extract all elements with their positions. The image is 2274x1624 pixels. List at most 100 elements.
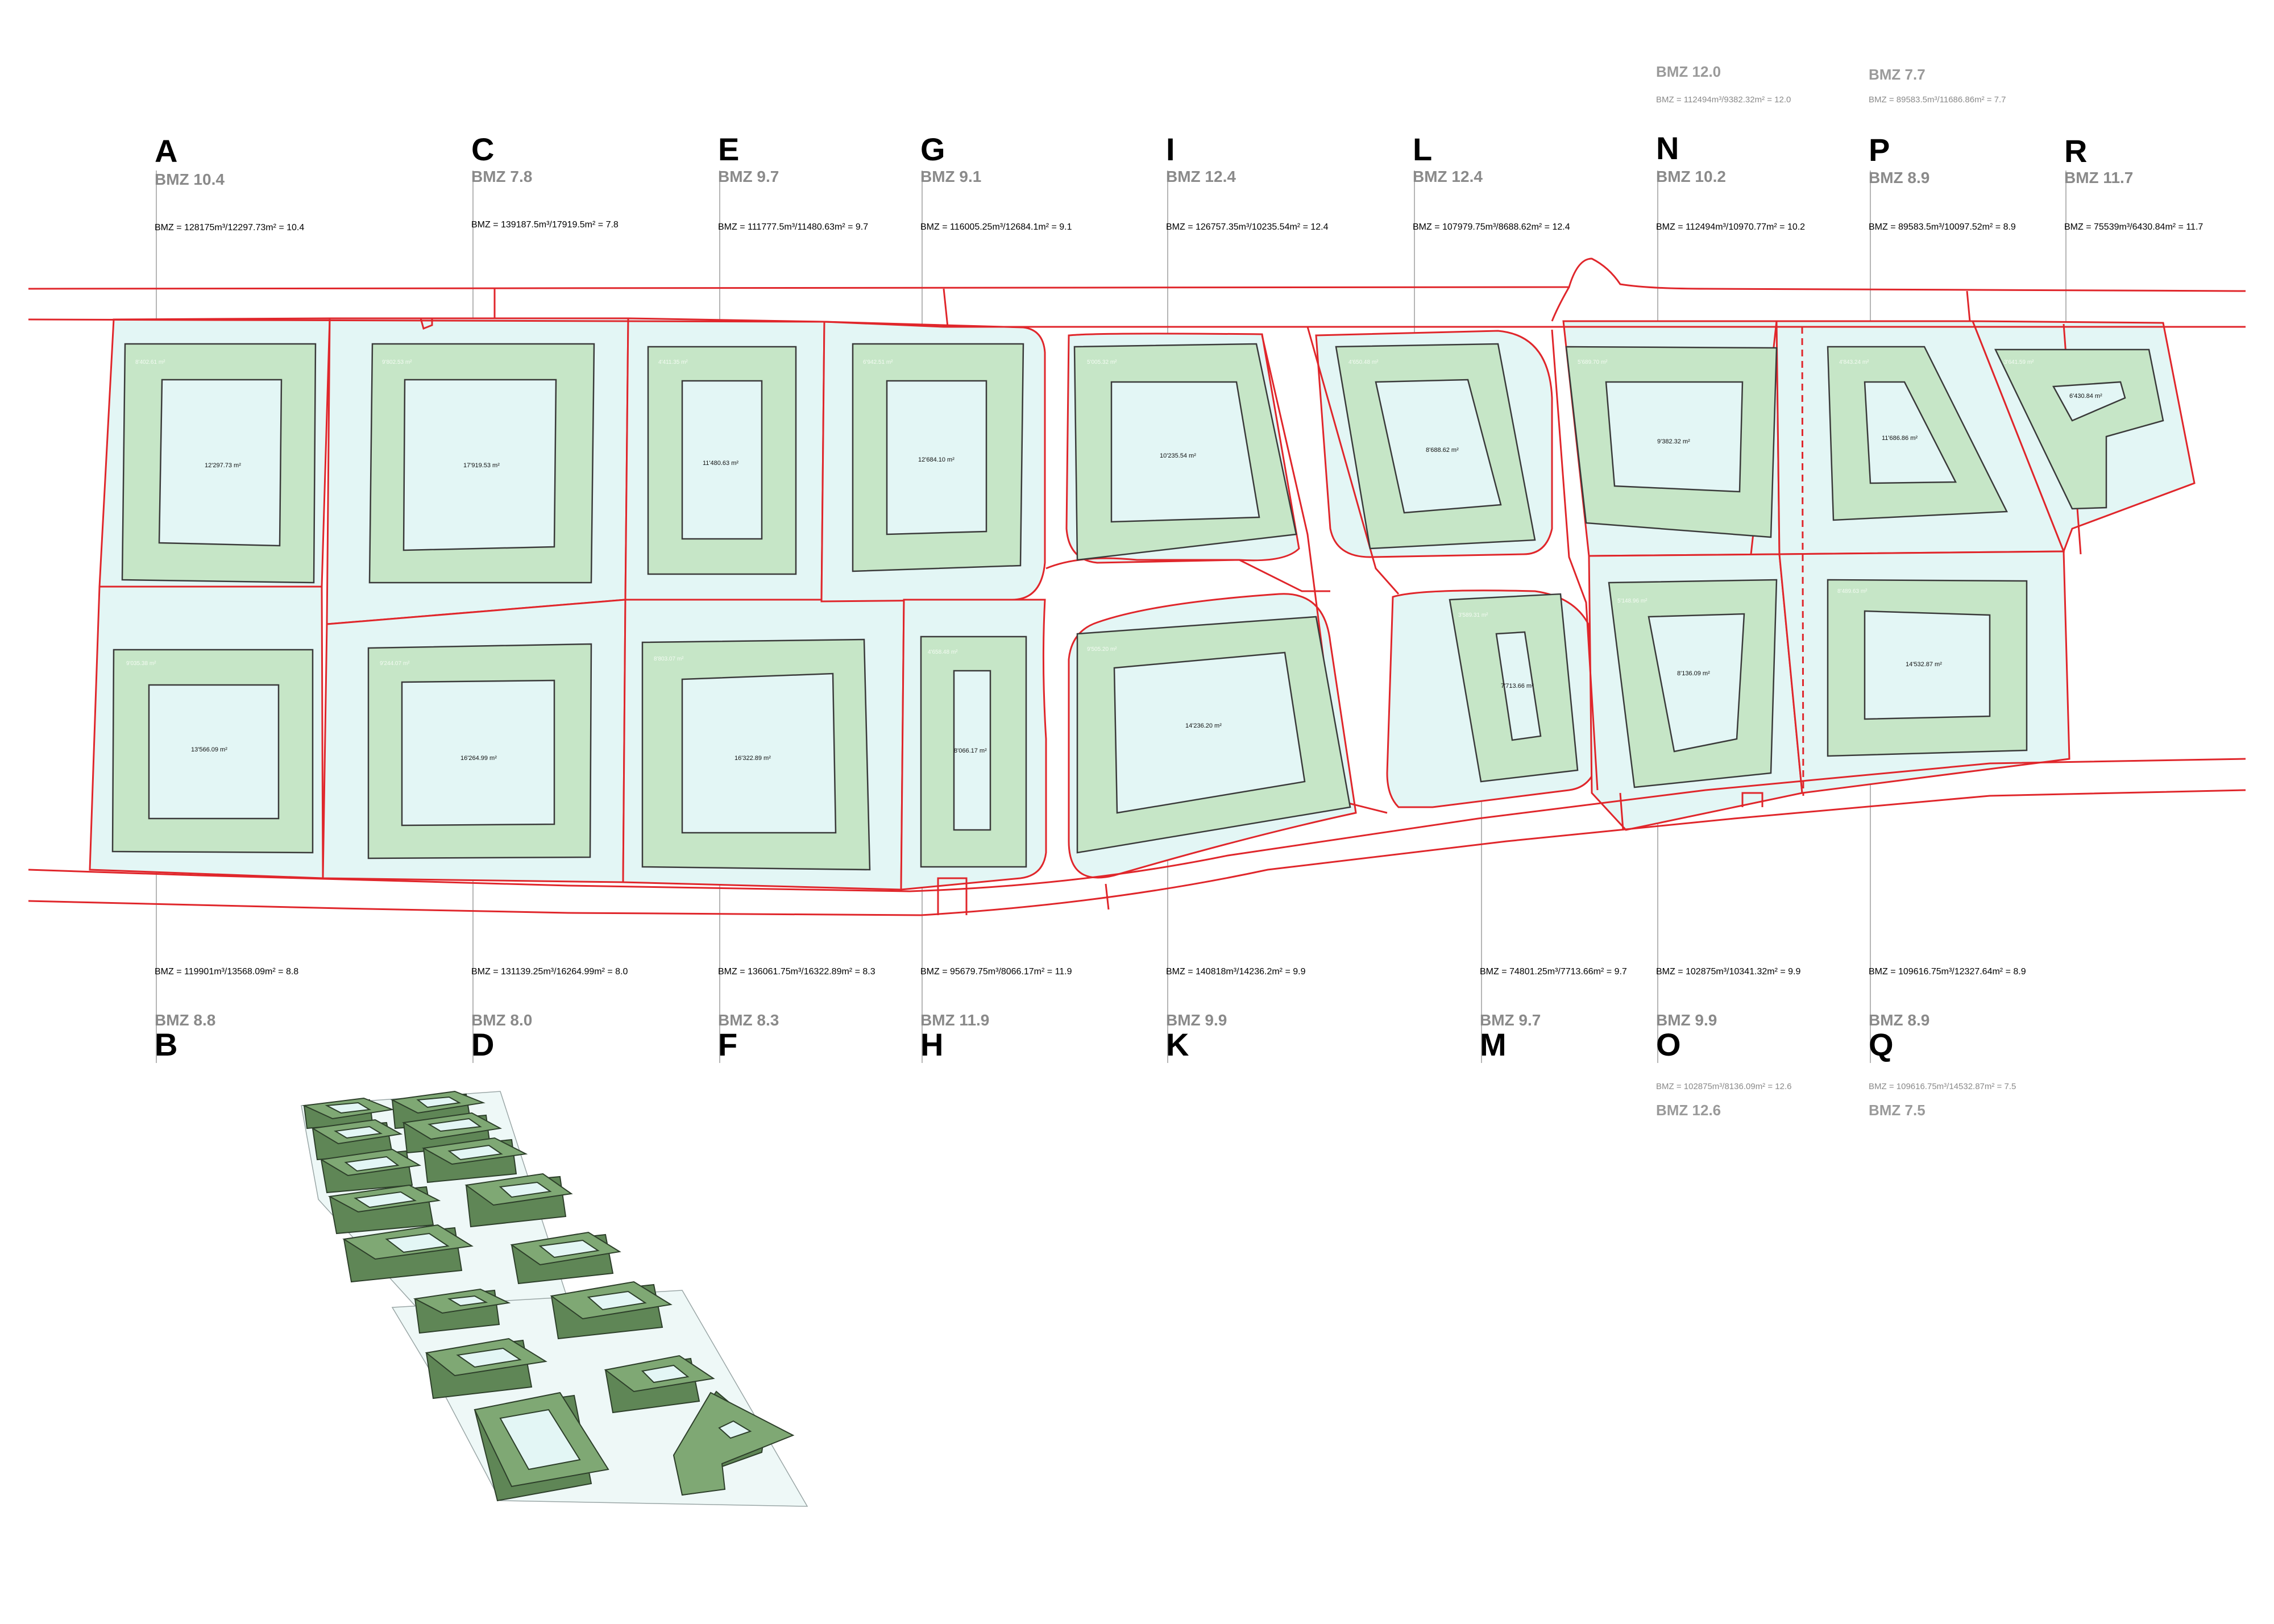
courtyard-m — [1495, 631, 1542, 741]
massing-block-14 — [604, 1355, 715, 1414]
block-letter-g: G — [920, 131, 945, 167]
block-formula-n: BMZ = 112494m³/10970.77m² = 10.2 — [1656, 222, 1805, 232]
courtyard-h — [953, 670, 991, 831]
block-formula-b: BMZ = 119901m³/13568.09m² = 8.8 — [155, 967, 298, 977]
massing-block-6 — [421, 1137, 528, 1183]
block-bmz-h: BMZ 11.9 — [920, 1011, 989, 1029]
building-area-tags: 8'402.61 m² 9'802.53 m² 4'411.35 m² 6'94… — [126, 359, 2034, 667]
massing-block-9 — [342, 1224, 474, 1283]
courtyard-area-r: 6'430.84 m² — [2069, 393, 2102, 400]
courtyard-area-k: 14'236.20 m² — [1185, 722, 1222, 729]
courtyard-c — [402, 379, 557, 551]
block-letter-f: F — [718, 1027, 737, 1062]
block-bmz-e: BMZ 9.7 — [718, 168, 779, 185]
block-bmz-m: BMZ 9.7 — [1480, 1011, 1541, 1029]
block-bmz-k: BMZ 9.9 — [1166, 1011, 1227, 1029]
courtyard-area-b: 13'566.09 m² — [191, 746, 227, 753]
svg-text:5'005.32 m²: 5'005.32 m² — [1087, 359, 1117, 365]
massing-block-12 — [550, 1281, 673, 1340]
massing-block-7 — [327, 1184, 441, 1235]
block-bmz-a: BMZ 10.4 — [155, 171, 225, 188]
block-formula-g: BMZ = 116005.25m³/12684.1m² = 9.1 — [920, 222, 1072, 232]
road-lines — [28, 257, 2246, 916]
block-letter-q: Q — [1869, 1027, 1894, 1062]
courtyard-g — [886, 380, 987, 535]
svg-text:5'148.96 m²: 5'148.96 m² — [1617, 598, 1648, 604]
svg-text:3'589.31 m²: 3'589.31 m² — [1458, 612, 1488, 618]
svg-text:4'650.48 m²: 4'650.48 m² — [1348, 359, 1379, 365]
block-letter-e: E — [718, 131, 739, 167]
svg-text:8'803.07 m²: 8'803.07 m² — [654, 656, 684, 662]
courtyard-area-o: 8'136.09 m² — [1677, 670, 1710, 677]
block-letter-r: R — [2064, 133, 2087, 169]
svg-text:3'641.59 m²: 3'641.59 m² — [2004, 359, 2034, 365]
svg-text:4'843.24 m²: 4'843.24 m² — [1839, 359, 1869, 365]
courtyard-area-labels: 12'297.73 m² 13'566.09 m² 17'919.53 m² 1… — [191, 393, 2102, 762]
block-letter-l: L — [1413, 131, 1432, 167]
block-bmz-p: BMZ 8.9 — [1869, 169, 1929, 186]
block-formula-k: BMZ = 140818m³/14236.2m² = 9.9 — [1166, 967, 1306, 977]
massing-block-8 — [464, 1173, 573, 1228]
block-letter-k: K — [1166, 1027, 1189, 1062]
courtyard-n — [1605, 381, 1744, 493]
courtyard-d — [401, 679, 555, 826]
block-formula-i: BMZ = 126757.35m³/10235.54m² = 12.4 — [1166, 222, 1329, 232]
block-alt-bmz-q: BMZ 7.5 — [1869, 1102, 1926, 1119]
block-formula-a: BMZ = 128175m³/12297.73m² = 10.4 — [155, 223, 304, 232]
block-letter-d: D — [471, 1027, 494, 1062]
massing-block-11 — [413, 1288, 511, 1334]
building-footprints — [111, 343, 2164, 871]
block-bmz-d: BMZ 8.0 — [471, 1011, 532, 1029]
courtyard-area-h: 8'066.17 m² — [954, 747, 987, 754]
block-formula-h: BMZ = 95679.75m³/8066.17m² = 11.9 — [920, 967, 1072, 977]
courtyard-area-n: 9'382.32 m² — [1657, 438, 1690, 445]
massing-block-16 — [673, 1390, 795, 1496]
courtyard-i — [1110, 381, 1260, 523]
axonometric-massing — [301, 1090, 808, 1507]
block-bmz-c: BMZ 7.8 — [471, 168, 532, 185]
top-block-labels: A BMZ 10.4 BMZ = 128175m³/12297.73m² = 1… — [155, 63, 2203, 232]
courtyard-q — [1864, 610, 1991, 720]
courtyard-area-c: 17'919.53 m² — [463, 462, 500, 469]
block-letter-m: M — [1480, 1027, 1507, 1062]
courtyard-o — [1648, 613, 1745, 753]
courtyard-area-m: 7'713.66 m² — [1501, 683, 1534, 690]
courtyard-a — [158, 379, 283, 547]
block-letter-n: N — [1656, 130, 1679, 166]
courtyard-area-d: 16'264.99 m² — [460, 755, 497, 762]
svg-text:4'411.35 m²: 4'411.35 m² — [658, 359, 688, 365]
courtyard-e — [681, 380, 763, 540]
block-alt-formula-p: BMZ = 89583.5m³/11686.86m² = 7.7 — [1869, 95, 2006, 105]
courtyard-area-p: 11'686.86 m² — [1882, 435, 1918, 442]
block-formula-e: BMZ = 111777.5m³/11480.63m² = 9.7 — [718, 222, 868, 232]
massing-block-10 — [510, 1231, 621, 1285]
block-alt-bmz-p: BMZ 7.7 — [1869, 66, 1926, 83]
block-formula-l: BMZ = 107979.75m³/8688.62m² = 12.4 — [1413, 222, 1570, 232]
courtyard-area-g: 12'684.10 m² — [918, 456, 955, 463]
block-letter-a: A — [155, 133, 177, 169]
courtyard-b — [148, 684, 280, 820]
block-formula-q: BMZ = 109616.75m³/12327.64m² = 8.9 — [1869, 967, 2026, 977]
block-bmz-b: BMZ 8.8 — [155, 1011, 215, 1029]
block-letter-o: O — [1656, 1027, 1681, 1062]
block-bmz-g: BMZ 9.1 — [920, 168, 981, 185]
courtyard-r — [2052, 381, 2126, 422]
svg-text:5'689.70 m²: 5'689.70 m² — [1578, 359, 1608, 365]
svg-text:9'505.20 m²: 9'505.20 m² — [1087, 646, 1117, 653]
block-formula-o: BMZ = 102875m³/10341.32m² = 9.9 — [1656, 967, 1800, 977]
block-bmz-n: BMZ 10.2 — [1656, 168, 1726, 185]
massing-block-13 — [425, 1338, 547, 1399]
block-bmz-l: BMZ 12.4 — [1413, 168, 1483, 185]
block-alt-bmz-n: BMZ 12.0 — [1656, 63, 1721, 80]
courtyard-area-a: 12'297.73 m² — [205, 462, 241, 469]
block-alt-formula-q: BMZ = 109616.75m³/14532.87m² = 7.5 — [1869, 1082, 2016, 1091]
svg-text:4'658.48 m²: 4'658.48 m² — [928, 649, 958, 655]
svg-text:9'802.53 m²: 9'802.53 m² — [382, 359, 412, 365]
courtyard-p — [1864, 381, 1957, 484]
courtyard-area-e: 11'480.63 m² — [703, 460, 738, 467]
block-bmz-o: BMZ 9.9 — [1656, 1011, 1717, 1029]
block-formula-p: BMZ = 89583.5m³/10097.52m² = 8.9 — [1869, 222, 2016, 232]
courtyard-area-f: 16'322.89 m² — [735, 755, 771, 762]
block-letter-b: B — [155, 1027, 177, 1062]
